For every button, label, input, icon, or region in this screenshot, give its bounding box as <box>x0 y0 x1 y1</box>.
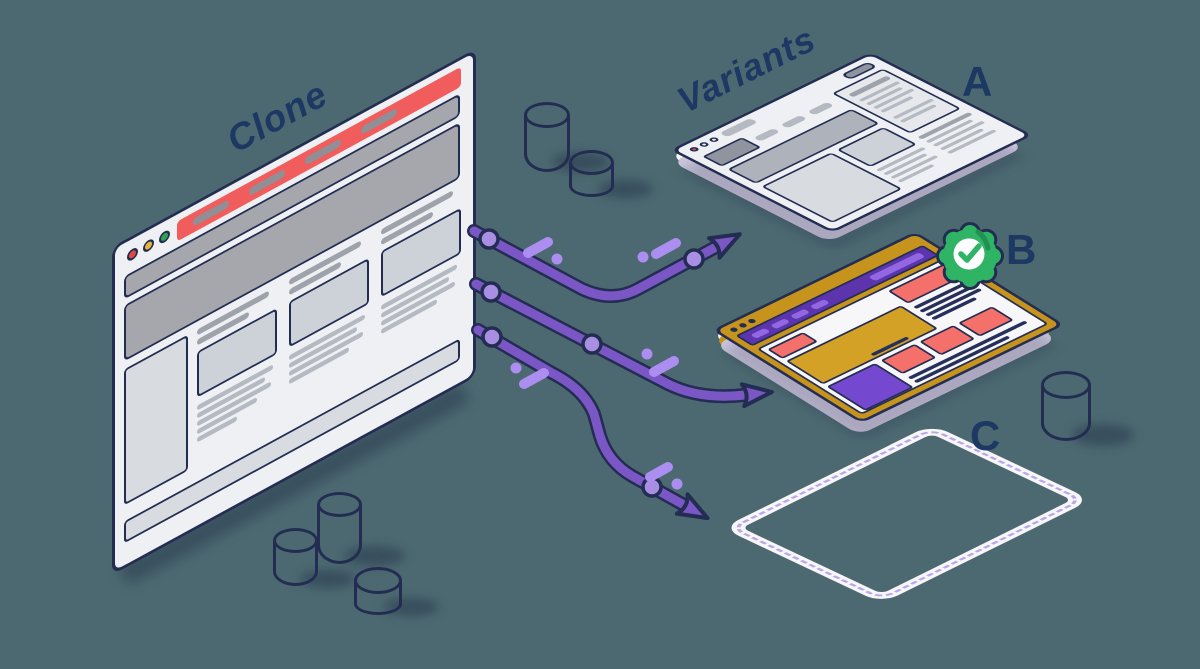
variant-b-label: B <box>1006 226 1037 273</box>
clone-sidebar-card <box>124 334 188 506</box>
traffic-light-icon <box>746 318 758 324</box>
variant-a-label: A <box>962 58 993 105</box>
check-badge-icon <box>936 222 1004 290</box>
traffic-light-red-icon <box>127 245 138 263</box>
nav-pill <box>753 128 781 142</box>
nav-pill <box>807 101 835 116</box>
cylinder-gold-decoration <box>569 150 614 197</box>
variant-c-label: C <box>970 412 1001 459</box>
arrow-node <box>481 326 503 348</box>
traffic-light-icon <box>707 136 721 143</box>
nav-pill <box>789 308 811 320</box>
arrow-to-variant-a <box>467 224 742 303</box>
traffic-light-green-icon <box>159 228 170 246</box>
cylinder-purple-decoration <box>273 528 318 586</box>
traffic-light-icon <box>728 326 740 333</box>
traffic-light-icon <box>737 322 749 329</box>
variant-c-dashed-outline <box>729 427 1085 600</box>
variant-c-placeholder <box>722 424 1092 604</box>
cylinder-magenta-decoration <box>354 567 402 615</box>
nav-pill <box>770 318 791 330</box>
arrow-node <box>480 281 502 303</box>
cylinder-purple-decoration <box>524 102 570 172</box>
traffic-light-icon <box>697 141 711 148</box>
nav-pill <box>750 327 771 339</box>
url-bar <box>719 118 758 138</box>
traffic-light-red-icon <box>687 146 701 153</box>
arrow-to-variant-b <box>469 277 774 409</box>
traffic-light-yellow-icon <box>143 237 154 255</box>
arrow-node <box>641 476 663 498</box>
arrow-node <box>683 248 705 270</box>
arrow-to-variant-c <box>471 323 710 521</box>
nav-pill <box>809 299 831 310</box>
cylinder-gold-decoration <box>317 492 362 564</box>
dash-decoration <box>510 237 683 490</box>
cylinder-purple-decoration <box>1041 371 1091 441</box>
arrow-node <box>478 228 500 250</box>
nav-pill <box>780 115 808 129</box>
arrow-node <box>581 333 603 355</box>
